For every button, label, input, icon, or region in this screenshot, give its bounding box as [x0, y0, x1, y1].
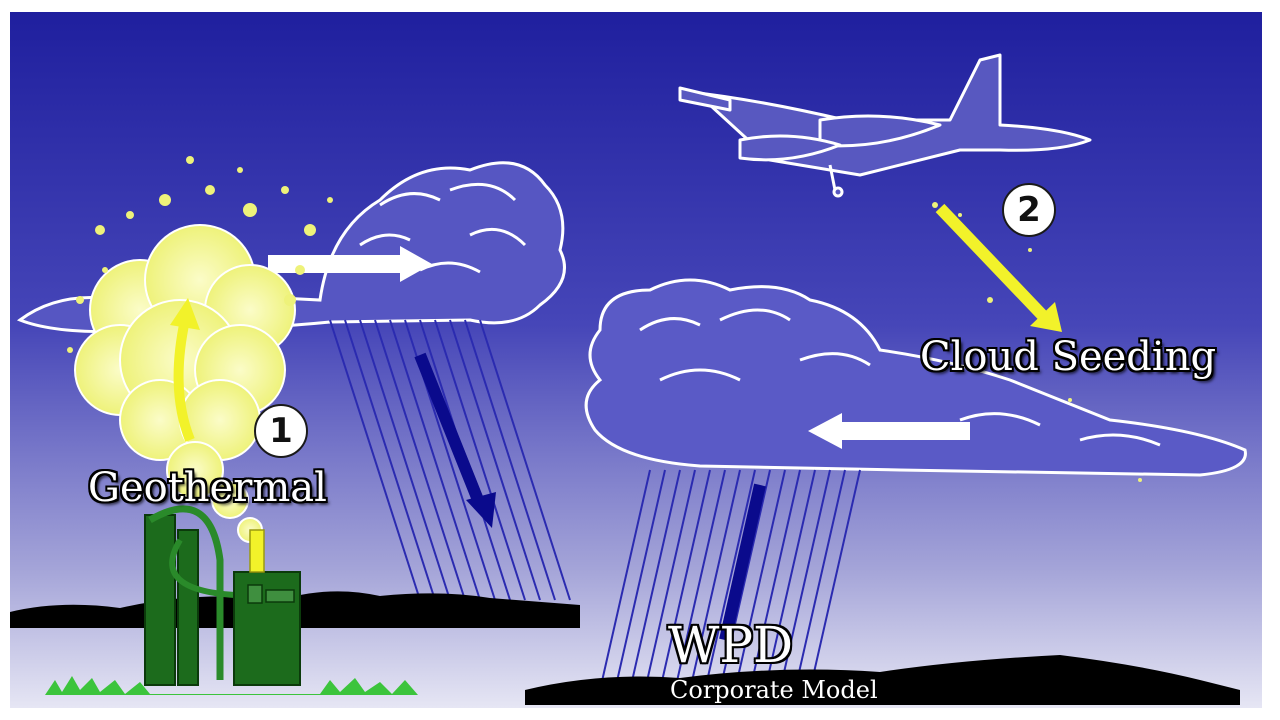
step-2-badge: 2 [1002, 183, 1056, 237]
right-storm-cloud [584, 278, 1247, 477]
rain-arrow-left [414, 352, 486, 508]
seeding-arrow [935, 203, 1050, 323]
seeding-arrow-head [1030, 302, 1062, 332]
rain-arrow-right [719, 483, 766, 642]
steam-particles [67, 156, 333, 353]
rising-steam-arrow [173, 318, 195, 442]
wind-arrow-right-cloud [808, 413, 970, 449]
step-1-badge: 1 [254, 404, 308, 458]
grass [45, 676, 418, 695]
rising-steam-arrow-head [170, 298, 200, 330]
geothermal-label: Geothermal [88, 465, 327, 511]
geothermal-plant-icon [144, 505, 301, 686]
mountain-right [525, 655, 1240, 705]
corporate-model-label: Corporate Model [670, 676, 878, 704]
wpd-label: WPD [668, 616, 794, 674]
rain-right [599, 469, 861, 691]
airplane-icon [678, 53, 1092, 198]
rain-arrow-left-head [466, 492, 496, 528]
cloud-seeding-label: Cloud Seeding [920, 334, 1217, 380]
